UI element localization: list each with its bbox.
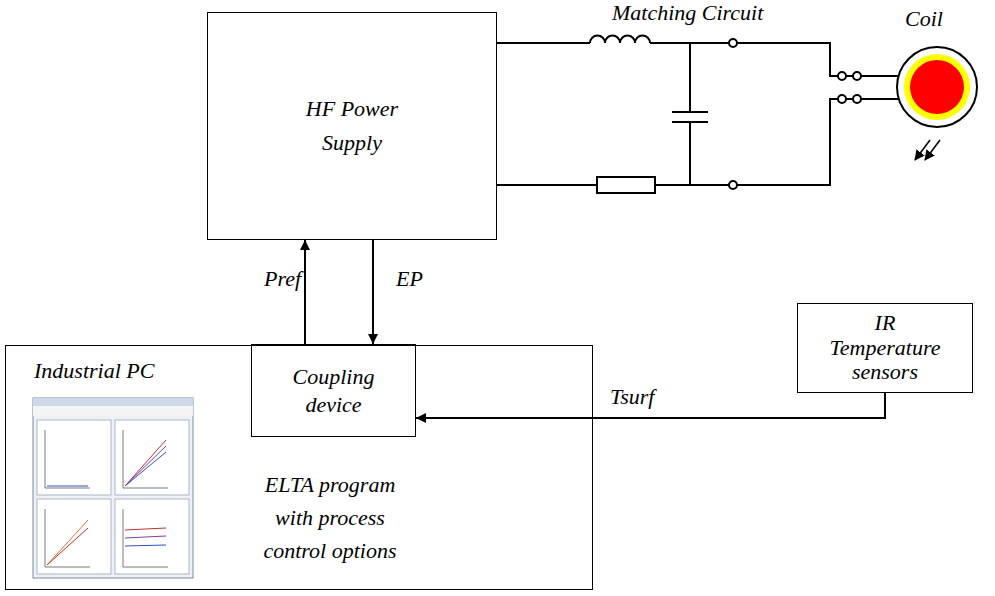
plot-panel: [115, 420, 189, 495]
plot-panel: [37, 499, 111, 574]
axis: [45, 509, 90, 567]
plot-panels: [37, 420, 189, 574]
terminal: [838, 72, 846, 80]
plot-curves: [47, 440, 166, 565]
axis: [123, 430, 168, 488]
matching-circuit: [497, 36, 899, 194]
signal-name: Pref: [262, 266, 303, 292]
computer-box: Industrial PC ELTA program with process c…: [5, 345, 593, 590]
radiation-symbol: [915, 140, 940, 160]
wire: [497, 42, 590, 44]
curve: [125, 536, 166, 538]
workpiece-core: [910, 60, 964, 114]
terminal: [729, 39, 737, 47]
curve: [47, 486, 88, 487]
sensor-box: IR Temperature sensors: [797, 303, 973, 393]
signal-arrow: [372, 240, 374, 344]
coil-symbol: [897, 47, 977, 127]
wire: [655, 184, 729, 186]
resistor-symbol: [597, 177, 655, 193]
curve: [125, 528, 166, 530]
signal-name: EP: [394, 266, 425, 292]
box-title: IR Temperature sensors: [823, 311, 948, 385]
box-title: HF Power Supply: [290, 92, 415, 160]
curve: [125, 545, 166, 546]
terminal: [838, 95, 846, 103]
title-bar: [33, 398, 193, 406]
coil-label: Coil: [905, 6, 943, 32]
plot-axes: [45, 430, 168, 567]
circuit-label: Matching Circuit: [612, 0, 763, 26]
wire: [737, 99, 838, 185]
box-note: ELTA program with process control option…: [244, 468, 416, 567]
wire: [861, 76, 899, 99]
axis: [45, 430, 90, 488]
terminal: [853, 72, 861, 80]
toolbar: [33, 406, 193, 416]
wire: [497, 184, 597, 186]
wire: [737, 43, 838, 76]
signal-arrow: [304, 240, 306, 344]
curve: [47, 520, 88, 565]
plot-panel: [37, 420, 111, 495]
software-screenshot: [33, 398, 193, 578]
curve: [125, 446, 166, 486]
window-frame: [33, 398, 193, 578]
radiation-arrow: [925, 140, 940, 160]
power-supply-box: HF Power Supply: [207, 12, 497, 240]
axis: [123, 509, 168, 567]
curve: [47, 528, 88, 565]
signal-name: Tsurf: [608, 384, 656, 410]
coil-ring: [897, 47, 977, 127]
terminal: [853, 95, 861, 103]
inductor-symbol: [590, 36, 650, 44]
box-title: Coupling device: [281, 363, 386, 418]
curve: [125, 452, 166, 486]
capacitor-symbol: [672, 43, 708, 185]
box-title: Industrial PC: [34, 354, 204, 387]
curve: [125, 440, 166, 486]
terminal: [729, 181, 737, 189]
wire: [846, 76, 853, 99]
interface-box: Coupling device: [251, 344, 416, 437]
workpiece-surface: [904, 54, 970, 120]
plot-panel: [115, 499, 189, 574]
